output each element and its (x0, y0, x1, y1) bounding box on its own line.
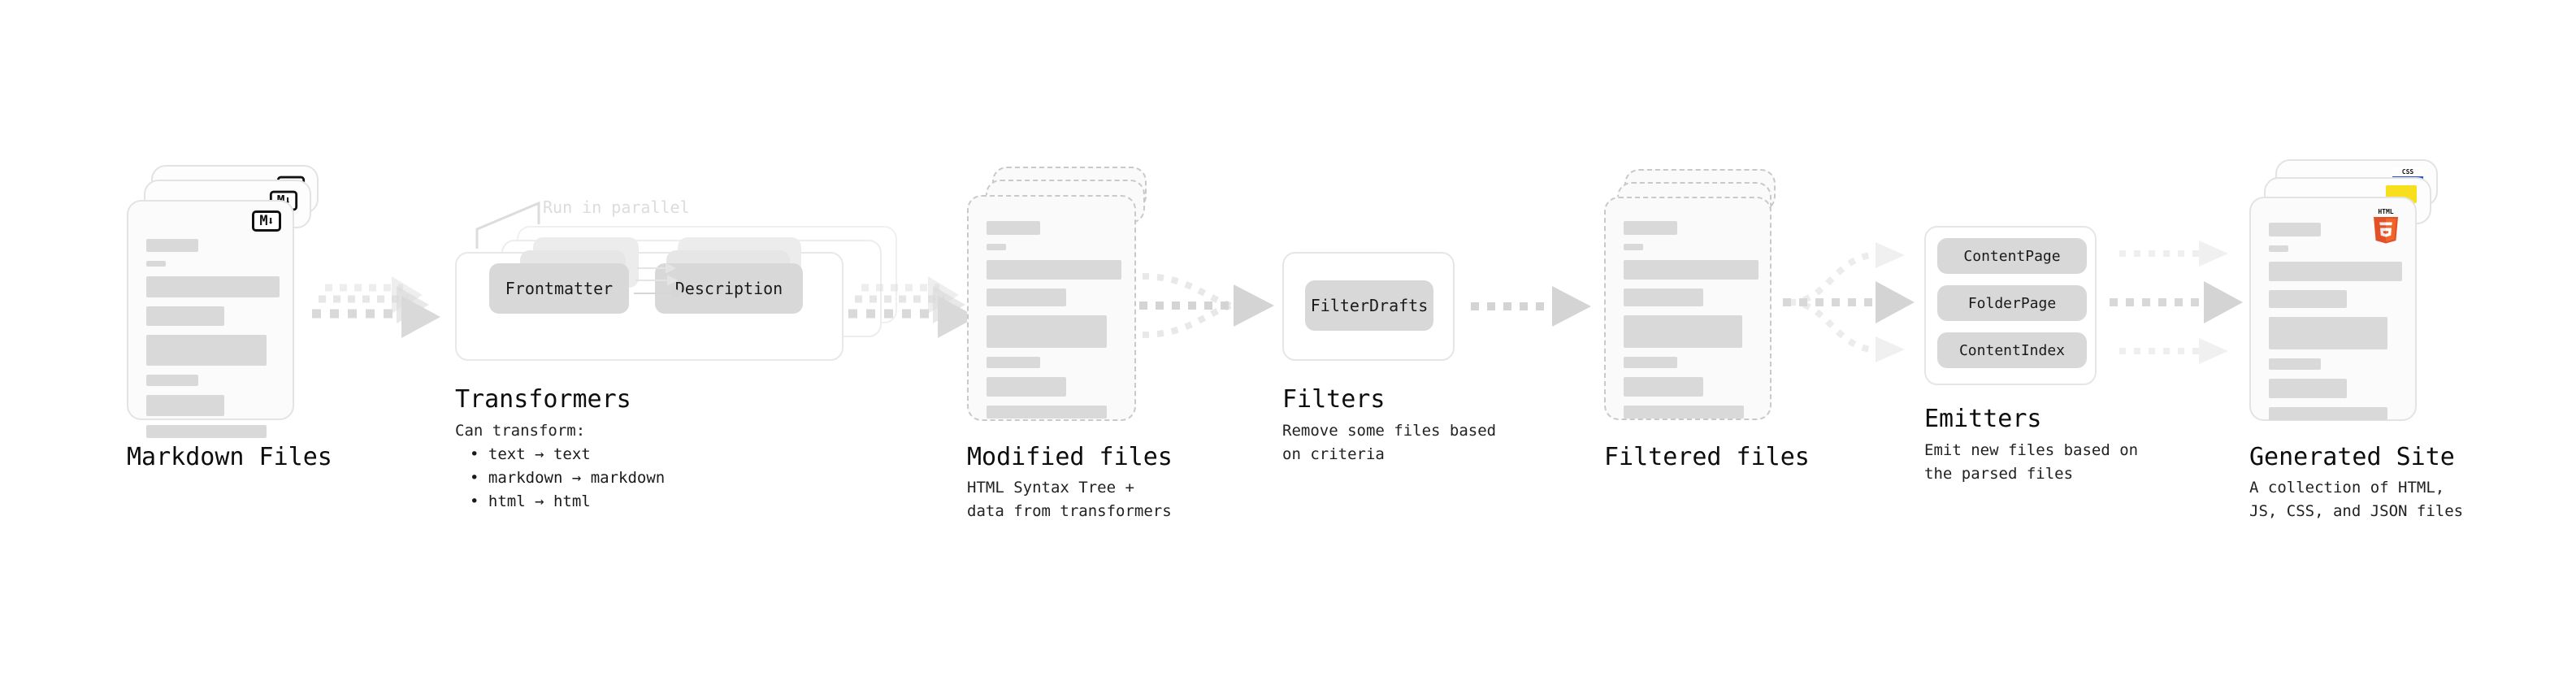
stage-title-markdown-files: Markdown Files (127, 443, 332, 471)
arrow-filtered-to-emitters (1783, 242, 1915, 362)
modified-files-description: HTML Syntax Tree + data from transformer… (967, 479, 1172, 520)
stage-title-emitters: Emitters (1924, 405, 2042, 433)
transformer-inner-arrows (634, 262, 685, 300)
emitters-box[interactable]: ContentPage FolderPage ContentIndex (1924, 226, 2097, 385)
filtered-card-front[interactable] (1604, 197, 1772, 420)
arrow-emitters-to-site (2110, 241, 2243, 364)
parallel-note: Run in parallel (543, 197, 690, 217)
arrow-transformers-to-modified (848, 276, 977, 338)
transformer-chip-description[interactable]: Description (655, 263, 803, 314)
emitter-chip-contentindex[interactable]: ContentIndex (1937, 332, 2087, 368)
markdown-card-front[interactable]: M⬇ (127, 200, 294, 438)
parallel-bracket (475, 201, 540, 249)
card-content-lines (2269, 223, 2402, 429)
transformers-bullet-2: • html → html (470, 492, 591, 510)
emitter-chip-folderpage[interactable]: FolderPage (1937, 285, 2087, 321)
card-content-lines (146, 239, 280, 447)
arrow-modified-to-filters (1139, 273, 1274, 338)
stage-title-transformers: Transformers (455, 385, 631, 414)
modified-card-front[interactable] (967, 195, 1136, 421)
site-card-front-html[interactable]: HTML (2249, 197, 2417, 421)
stage-title-filtered-files: Filtered files (1604, 443, 1810, 471)
card-content-lines (1624, 221, 1759, 427)
arrow-markdown-to-transformers (312, 276, 440, 338)
transformers-bullet-1: • markdown → markdown (470, 469, 666, 487)
transformer-chip-frontmatter[interactable]: Frontmatter (489, 263, 629, 314)
generated-site-description: A collection of HTML, JS, CSS, and JSON … (2249, 479, 2464, 520)
filters-description: Remove some files based on criteria (1282, 422, 1497, 463)
emitter-chip-contentpage[interactable]: ContentPage (1937, 238, 2087, 274)
transformers-bullet-0: • text → text (470, 445, 591, 463)
filters-box[interactable]: FilterDrafts (1282, 252, 1455, 361)
html5-logo-icon: HTML (2370, 206, 2402, 245)
card-content-lines (987, 221, 1121, 427)
filter-chip-filterdrafts[interactable]: FilterDrafts (1305, 280, 1433, 331)
emitters-description: Emit new files based on the parsed files (1924, 441, 2139, 483)
markdown-logo-icon: M⬇ (252, 210, 281, 232)
stage-title-modified-files: Modified files (967, 443, 1173, 471)
svg-text:HTML: HTML (2378, 208, 2393, 215)
transformers-description: Can transform: (455, 422, 586, 440)
stage-title-filters: Filters (1282, 385, 1386, 414)
arrow-filters-to-filtered (1471, 286, 1591, 327)
transformer-layer-front[interactable]: Frontmatter Description (455, 237, 843, 361)
stage-title-generated-site: Generated Site (2249, 443, 2455, 471)
